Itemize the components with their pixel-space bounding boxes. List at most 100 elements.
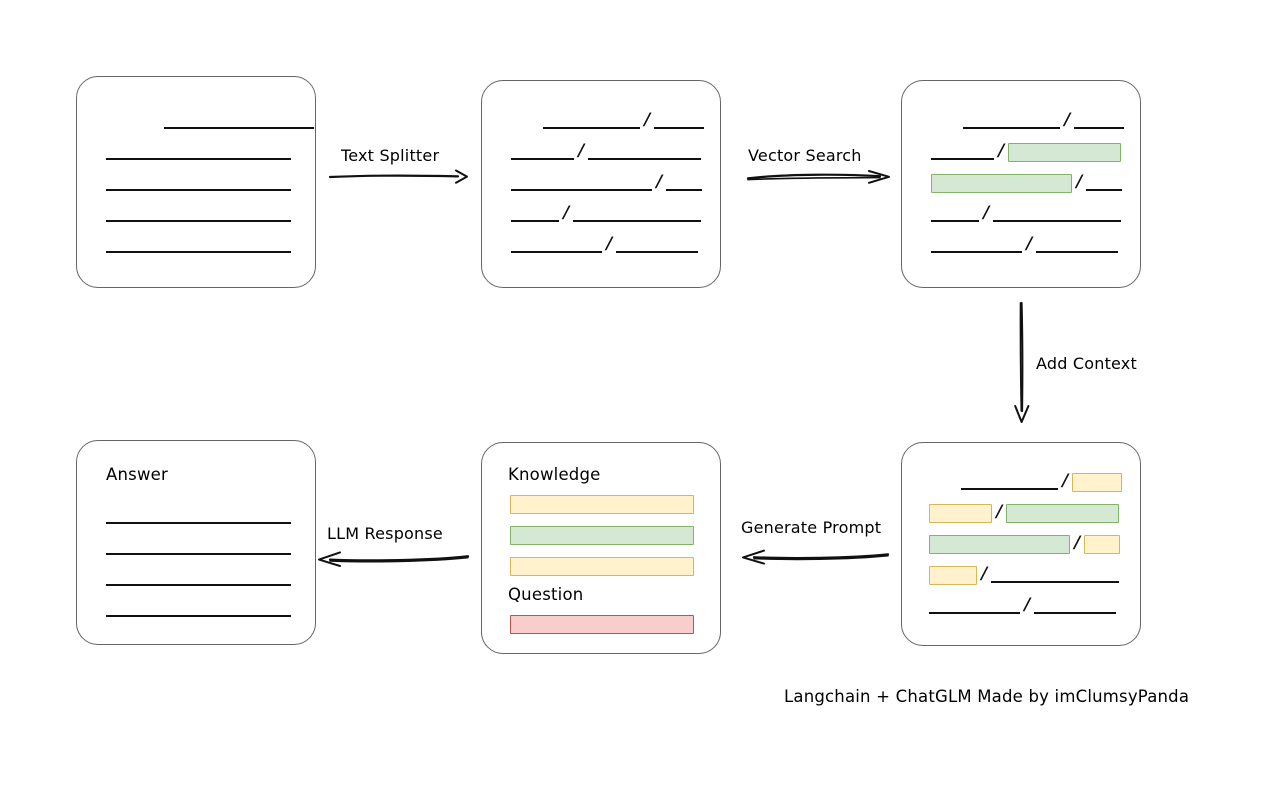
text-line-segment [931,158,994,160]
text-line-segment [106,189,291,191]
chunk-separator: / [1062,471,1069,491]
doc-row: / [931,172,1123,193]
row-gap [106,121,164,122]
text-line-segment [616,251,699,253]
text-line-segment [961,488,1058,490]
highlighted-chunk-yellow [929,565,977,585]
text-line-segment [929,612,1020,614]
arrow-label-add-context: Add Context [1036,354,1137,373]
doc-row: / [929,595,1117,616]
chunk-separator: / [606,234,613,254]
arrow-generate-prompt [742,549,890,565]
chunk-separator: / [644,110,651,130]
arrow-label-llm-response: LLM Response [327,524,443,543]
highlighted-chunk-yellow [1072,472,1123,492]
doc-row: / [929,533,1121,554]
doc-row: / [511,203,702,224]
chunk-separator: / [1064,110,1071,130]
highlighted-chunk-green [929,534,1070,554]
text-line-segment [106,553,291,555]
text-line-segment [511,158,574,160]
text-line-segment [106,251,291,253]
text-line-segment [106,158,291,160]
text-line-segment [1036,251,1119,253]
footer-credit: Langchain + ChatGLM Made by imClumsyPand… [784,687,1190,706]
context-chunks-box[interactable]: / / / / / [901,442,1141,646]
text-line-segment [511,220,559,222]
doc-row [106,204,291,224]
arrow-label-vector-search: Vector Search [748,146,862,165]
doc-row: / [511,234,699,255]
highlighted-chunk-green [931,173,1072,193]
text-line-segment [588,158,702,160]
highlighted-chunk-yellow [1084,534,1121,554]
question-label: Question [508,585,584,604]
doc-row: / [511,173,703,193]
answer-box[interactable]: Answer [76,440,316,645]
knowledge-label: Knowledge [508,465,601,484]
highlighted-chunk-yellow [929,503,992,523]
text-line-segment [573,220,702,222]
text-line-segment [106,584,291,586]
text-line-segment [1034,612,1117,614]
arrow-label-text-splitter: Text Splitter [341,146,440,165]
text-line-segment [106,522,291,524]
doc-row: / [929,564,1120,585]
chunk-separator: / [578,141,585,161]
row-gap [929,482,961,483]
doc-row [106,142,291,162]
source-document-box[interactable] [76,76,316,288]
split-chunks-box[interactable]: / / / / / [481,80,721,288]
prompt-bar-green [510,526,694,545]
prompt-bar-red [510,615,694,634]
row-gap [511,121,543,122]
text-line-segment [106,615,291,617]
text-line-segment [666,189,703,191]
arrow-llm-response [318,551,470,567]
chunk-separator: / [563,203,570,223]
prompt-bar-yellow [510,557,694,576]
highlighted-chunk-green [1006,503,1120,523]
row-gap [931,121,963,122]
doc-row: / [511,141,702,162]
text-line-segment [931,251,1022,253]
highlighted-chunk-green [1008,142,1122,162]
text-line-segment [164,127,314,129]
chunk-separator: / [1024,595,1031,615]
text-line-segment [1074,127,1125,129]
prompt-bar-yellow [510,495,694,514]
text-line-segment [931,220,979,222]
text-line-segment [991,581,1120,583]
doc-row: / [929,502,1120,523]
arrow-text-splitter [328,169,468,184]
doc-row: / [929,471,1123,492]
arrow-vector-search [746,170,890,184]
text-line-segment [106,220,291,222]
doc-row [106,506,291,526]
doc-row [106,235,291,255]
doc-row: / [931,203,1122,224]
doc-row [106,568,291,588]
arrow-add-context [1014,301,1030,423]
answer-label: Answer [106,465,168,484]
text-line-segment [1086,189,1123,191]
retrieved-chunks-box[interactable]: ///// [901,80,1141,288]
doc-row: / [931,141,1122,162]
chunk-separator: / [1074,533,1081,553]
doc-row: / [931,110,1125,131]
doc-row [106,173,291,193]
prompt-box[interactable]: Knowledge Question [481,442,721,654]
text-line-segment [543,127,640,129]
chunk-separator: / [998,141,1005,161]
text-line-segment [511,189,652,191]
chunk-separator: / [996,502,1003,522]
doc-row [106,537,291,557]
chunk-separator: / [983,203,990,223]
chunk-separator: / [981,564,988,584]
text-line-segment [993,220,1122,222]
text-line-segment [963,127,1060,129]
doc-row: / [511,110,705,131]
chunk-separator: / [1076,172,1083,192]
doc-row [106,599,291,619]
